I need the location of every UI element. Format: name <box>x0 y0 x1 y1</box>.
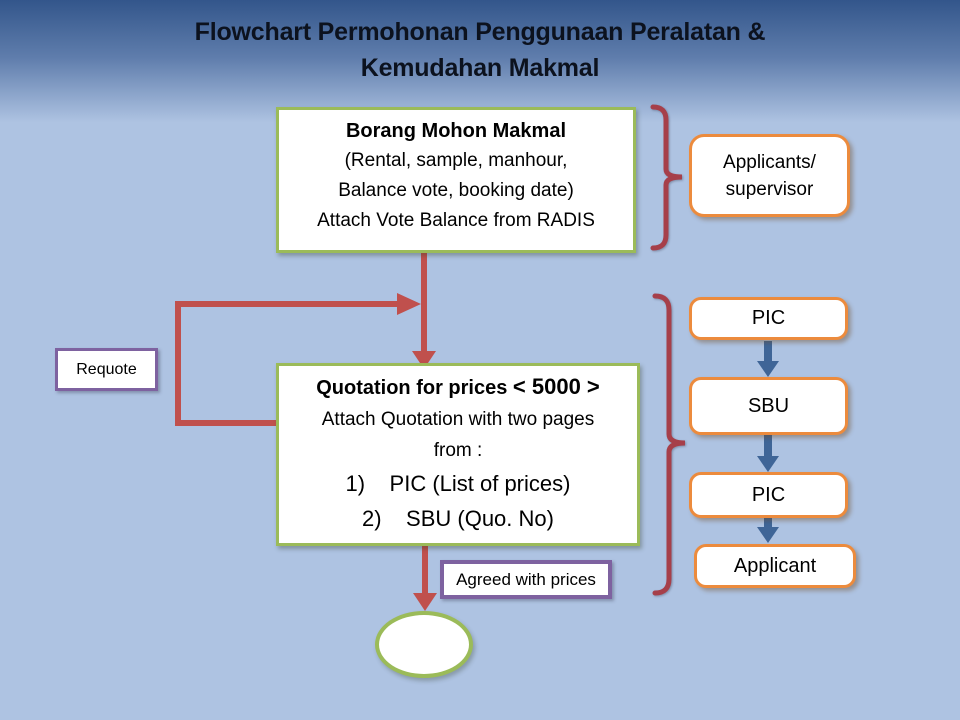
role-pic-1: PIC <box>689 297 848 340</box>
role-sbu: SBU <box>689 377 848 435</box>
borang-title: Borang Mohon Makmal <box>345 120 566 142</box>
quotation-item-1: 1) PIC (List of prices) <box>345 471 571 496</box>
quotation-title-value: < 5000 > <box>512 374 600 399</box>
borang-line4: Attach Vote Balance from RADIS <box>317 210 595 231</box>
sbu-label: SBU <box>747 394 790 417</box>
agreed-label: Agreed with prices <box>456 569 596 589</box>
applicants-label-line2: supervisor <box>725 178 814 200</box>
end-terminator-ellipse <box>375 611 473 678</box>
pic2-label: PIC <box>751 483 786 506</box>
quotation-item-2: 2) SBU (Quo. No) <box>362 506 554 531</box>
arrow-pic-to-sbu-icon <box>757 341 779 377</box>
role-applicant: Applicant <box>694 544 856 588</box>
quotation-line2: Attach Quotation with two pages <box>321 409 595 430</box>
arrow-quotation-to-end-icon <box>413 542 437 611</box>
arrow-pic-to-applicant-icon <box>757 518 779 543</box>
borang-line3: Balance vote, booking date) <box>338 180 574 201</box>
quotation-title-text: Quotation for prices <box>316 377 508 399</box>
role-applicants-supervisor: Applicants/ supervisor <box>689 134 850 217</box>
node-borang-mohon-makmal: Borang Mohon Makmal (Rental, sample, man… <box>276 107 636 253</box>
page-title-line1: Flowchart Permohonan Penggunaan Peralata… <box>194 18 766 46</box>
quotation-title: Quotation for prices < 5000 > <box>279 371 637 404</box>
note-requote: Requote <box>55 348 158 391</box>
requote-label: Requote <box>76 360 137 378</box>
borang-line2: (Rental, sample, manhour, <box>344 150 568 171</box>
applicants-label-line1: Applicants/ <box>723 151 816 173</box>
applicant-label: Applicant <box>733 554 817 577</box>
arrow-sbu-to-pic-icon <box>757 435 779 472</box>
role-pic-2: PIC <box>689 472 848 518</box>
quotation-line3: from : <box>433 440 483 461</box>
arrow-borang-to-quotation-icon <box>412 247 436 369</box>
brace-departments-icon <box>652 293 686 596</box>
page-title: Flowchart Permohonan Penggunaan Peralata… <box>0 14 960 86</box>
brace-applicants-icon <box>650 104 683 251</box>
page-title-line2: Kemudahan Makmal <box>360 54 600 82</box>
node-quotation: Quotation for prices < 5000 > Attach Quo… <box>276 363 640 546</box>
note-agreed-with-prices: Agreed with prices <box>440 560 612 599</box>
pic1-label: PIC <box>751 307 786 329</box>
